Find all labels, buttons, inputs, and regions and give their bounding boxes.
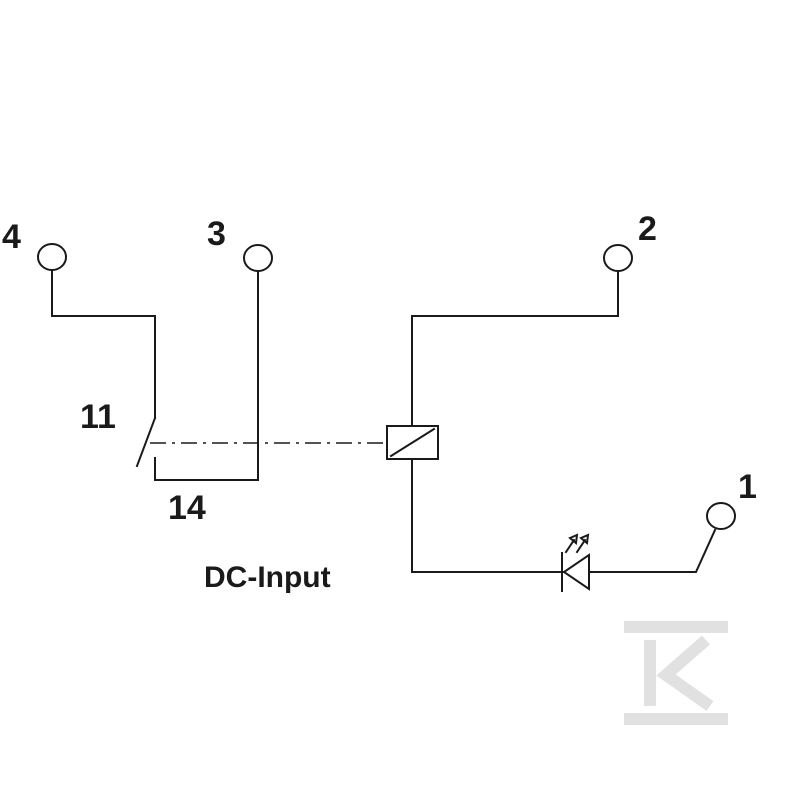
wire-terminal-3 — [154, 270, 259, 481]
terminal-4-connector — [37, 243, 67, 271]
terminal-1-connector — [706, 502, 736, 530]
terminal-3-connector — [243, 244, 273, 272]
terminal-3-label: 3 — [207, 215, 226, 253]
terminal-2-label: 2 — [638, 210, 657, 248]
led-diode-icon — [561, 533, 590, 592]
wire-led-to-terminal-1 — [588, 528, 717, 573]
watermark-logo — [624, 621, 728, 725]
terminal-4-label: 4 — [2, 218, 21, 256]
terminal-1-label: 1 — [738, 468, 757, 506]
contact-14-label: 14 — [168, 489, 206, 527]
wire-terminal-2 — [411, 270, 619, 427]
contact-11-label: 11 — [80, 398, 116, 436]
relay-coil — [386, 425, 439, 460]
terminal-2-connector — [603, 244, 633, 272]
wire-terminal-4 — [51, 269, 156, 419]
switch-blade — [135, 416, 157, 468]
wire-coil-to-led — [411, 458, 565, 573]
dc-input-caption: DC-Input — [204, 561, 331, 594]
